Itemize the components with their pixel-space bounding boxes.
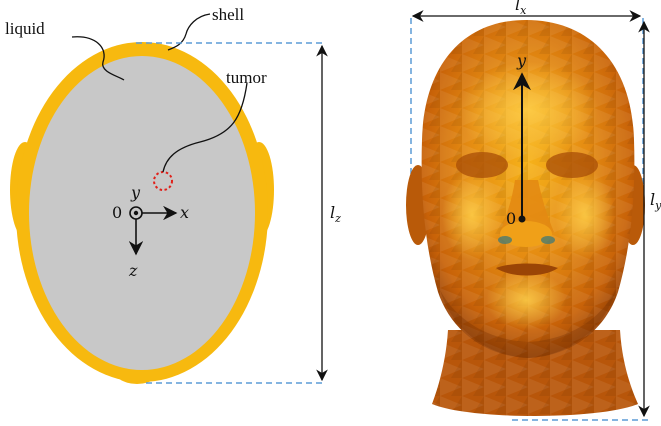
liquid-label: liquid (5, 19, 45, 38)
right-nostril (541, 236, 555, 244)
lx-label: lx (515, 0, 527, 17)
left-nostril (498, 236, 512, 244)
right-eye-socket (546, 152, 598, 178)
right-axes: 0 y (506, 51, 531, 228)
nose-tip (500, 221, 552, 247)
ly-label: ly (650, 190, 661, 212)
mouth (496, 263, 558, 276)
shell-leader-line (167, 13, 211, 51)
head-mesh (406, 20, 645, 416)
right-y-axis-label: y (516, 51, 527, 70)
origin-label: 0 (112, 203, 122, 222)
jaw-shadow (440, 290, 616, 358)
liquid-leader-line (71, 36, 125, 81)
origin-dot (133, 210, 139, 216)
right-origin-label: 0 (506, 209, 516, 228)
left-cheek-highlight (442, 170, 502, 260)
right-cheek-highlight (555, 170, 615, 260)
right-head-render: lx (406, 0, 661, 421)
lz-label: lz (330, 203, 341, 225)
ly-dimension: ly (512, 20, 661, 421)
left-schematic: liquid shell tumor 0 y x z lz (5, 5, 341, 384)
right-origin-dot (518, 215, 526, 223)
left-eye-socket (456, 152, 508, 178)
z-axis-label: z (128, 261, 138, 280)
tumor-leader-line (162, 82, 248, 173)
shell-label: shell (212, 5, 244, 24)
left-axes: 0 y x z (112, 183, 189, 280)
forehead-highlight (458, 62, 598, 158)
x-axis-label: x (180, 203, 189, 222)
chin-highlight (486, 270, 566, 330)
tumor-label: tumor (226, 68, 267, 87)
y-axis-label: y (130, 183, 141, 202)
lz-dimension: lz (136, 42, 341, 384)
